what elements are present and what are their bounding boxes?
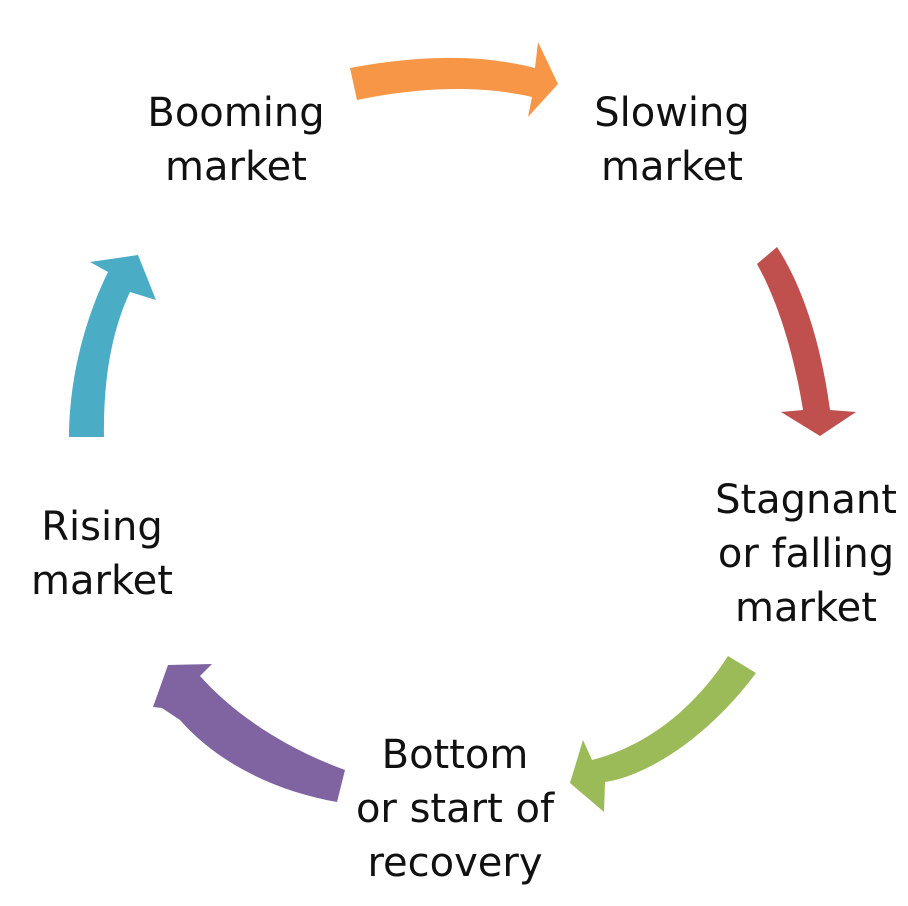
- stage-label-line: market: [601, 144, 743, 190]
- arrow-bottom-to-rising: [153, 664, 345, 802]
- stage-label-line: market: [735, 585, 877, 631]
- stage-label-line: Slowing: [594, 90, 750, 136]
- stage-label-line: market: [31, 558, 173, 604]
- stage-label-booming-market: Booming market: [147, 86, 324, 194]
- stage-label-line: Booming: [147, 90, 325, 136]
- stage-label-rising-market: Rising market: [31, 500, 173, 608]
- arrow-booming-to-slowing: [350, 42, 558, 117]
- stage-label-bottom-or-start-of-recovery: Bottom or start of recovery: [356, 728, 554, 890]
- stage-label-line: or start of: [355, 786, 555, 832]
- stage-label-line: market: [165, 144, 307, 190]
- stage-label-line: Bottom: [381, 732, 529, 778]
- stage-label-line: recovery: [367, 840, 543, 886]
- stage-label-line: or falling: [717, 531, 895, 577]
- stage-label-line: Rising: [41, 504, 163, 550]
- arrow-stagnant-to-bottom: [570, 656, 756, 812]
- stage-label-line: Stagnant: [715, 477, 897, 523]
- stage-label-slowing-market: Slowing market: [594, 86, 750, 194]
- arrow-slowing-to-stagnant: [757, 247, 856, 436]
- arrow-rising-to-booming: [69, 255, 156, 437]
- stage-label-stagnant-or-falling-market: Stagnant or falling market: [715, 473, 897, 635]
